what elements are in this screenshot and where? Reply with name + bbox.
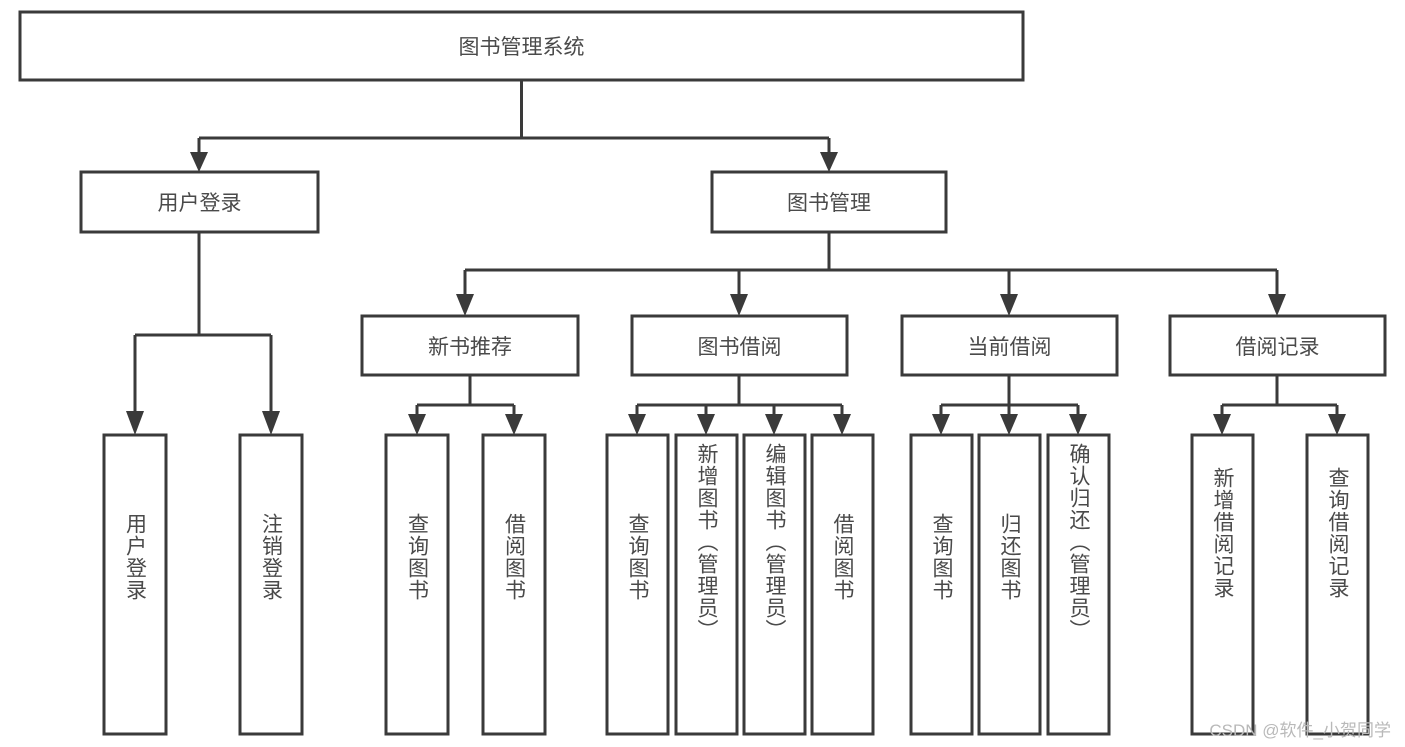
node-current-borrow[interactable]: [900, 314, 1119, 377]
arrow-cb-leaf0: [932, 414, 950, 435]
arrow-to-borrow-record: [1268, 294, 1286, 316]
arrow-to-current-borrow: [1000, 294, 1018, 316]
arrow-br-leaf1: [1328, 414, 1346, 435]
arrow-bb-leaf3: [833, 414, 851, 435]
leaf-borrow-record-0[interactable]: [1190, 433, 1255, 736]
arrow-to-book-borrow: [730, 294, 748, 316]
leaf-book-borrow-1[interactable]: [674, 433, 739, 736]
arrow-to-new-book: [456, 294, 474, 316]
leaf-new-book-1[interactable]: [481, 433, 547, 736]
arrow-bb-leaf1: [697, 414, 715, 435]
leaf-book-borrow-2[interactable]: [742, 433, 807, 736]
arrow-bb-leaf0: [628, 414, 646, 435]
boxes-layer: [18, 10, 1387, 736]
leaf-book-borrow-0[interactable]: [605, 433, 670, 736]
leaf-new-book-0[interactable]: [384, 433, 450, 736]
arrow-to-book-manage: [820, 152, 838, 172]
leaf-user-login-1[interactable]: [238, 433, 304, 736]
arrow-cb-leaf2: [1069, 414, 1087, 435]
arrow-nbr-leaf0: [408, 414, 426, 435]
leaf-user-login-0[interactable]: [102, 433, 168, 736]
leaf-book-borrow-3[interactable]: [810, 433, 875, 736]
leaf-current-borrow-2[interactable]: [1046, 433, 1111, 736]
edges-layer: [126, 80, 1346, 435]
node-user-login[interactable]: [79, 170, 320, 234]
node-root[interactable]: [18, 10, 1025, 82]
arrow-cb-leaf1: [1000, 414, 1018, 435]
arrow-bb-leaf2: [765, 414, 783, 435]
leaf-current-borrow-0[interactable]: [909, 433, 974, 736]
node-book-borrow[interactable]: [630, 314, 849, 377]
arrow-to-user-login: [190, 152, 208, 172]
arrow-ul-leaf0: [126, 411, 144, 435]
leaf-borrow-record-1[interactable]: [1305, 433, 1370, 736]
node-borrow-record[interactable]: [1168, 314, 1387, 377]
leaf-current-borrow-1[interactable]: [977, 433, 1042, 736]
arrow-nbr-leaf1: [505, 414, 523, 435]
node-new-book-recommend[interactable]: [360, 314, 580, 377]
arrow-br-leaf0: [1213, 414, 1231, 435]
node-book-manage[interactable]: [710, 170, 948, 234]
arrow-ul-leaf1: [262, 411, 280, 435]
